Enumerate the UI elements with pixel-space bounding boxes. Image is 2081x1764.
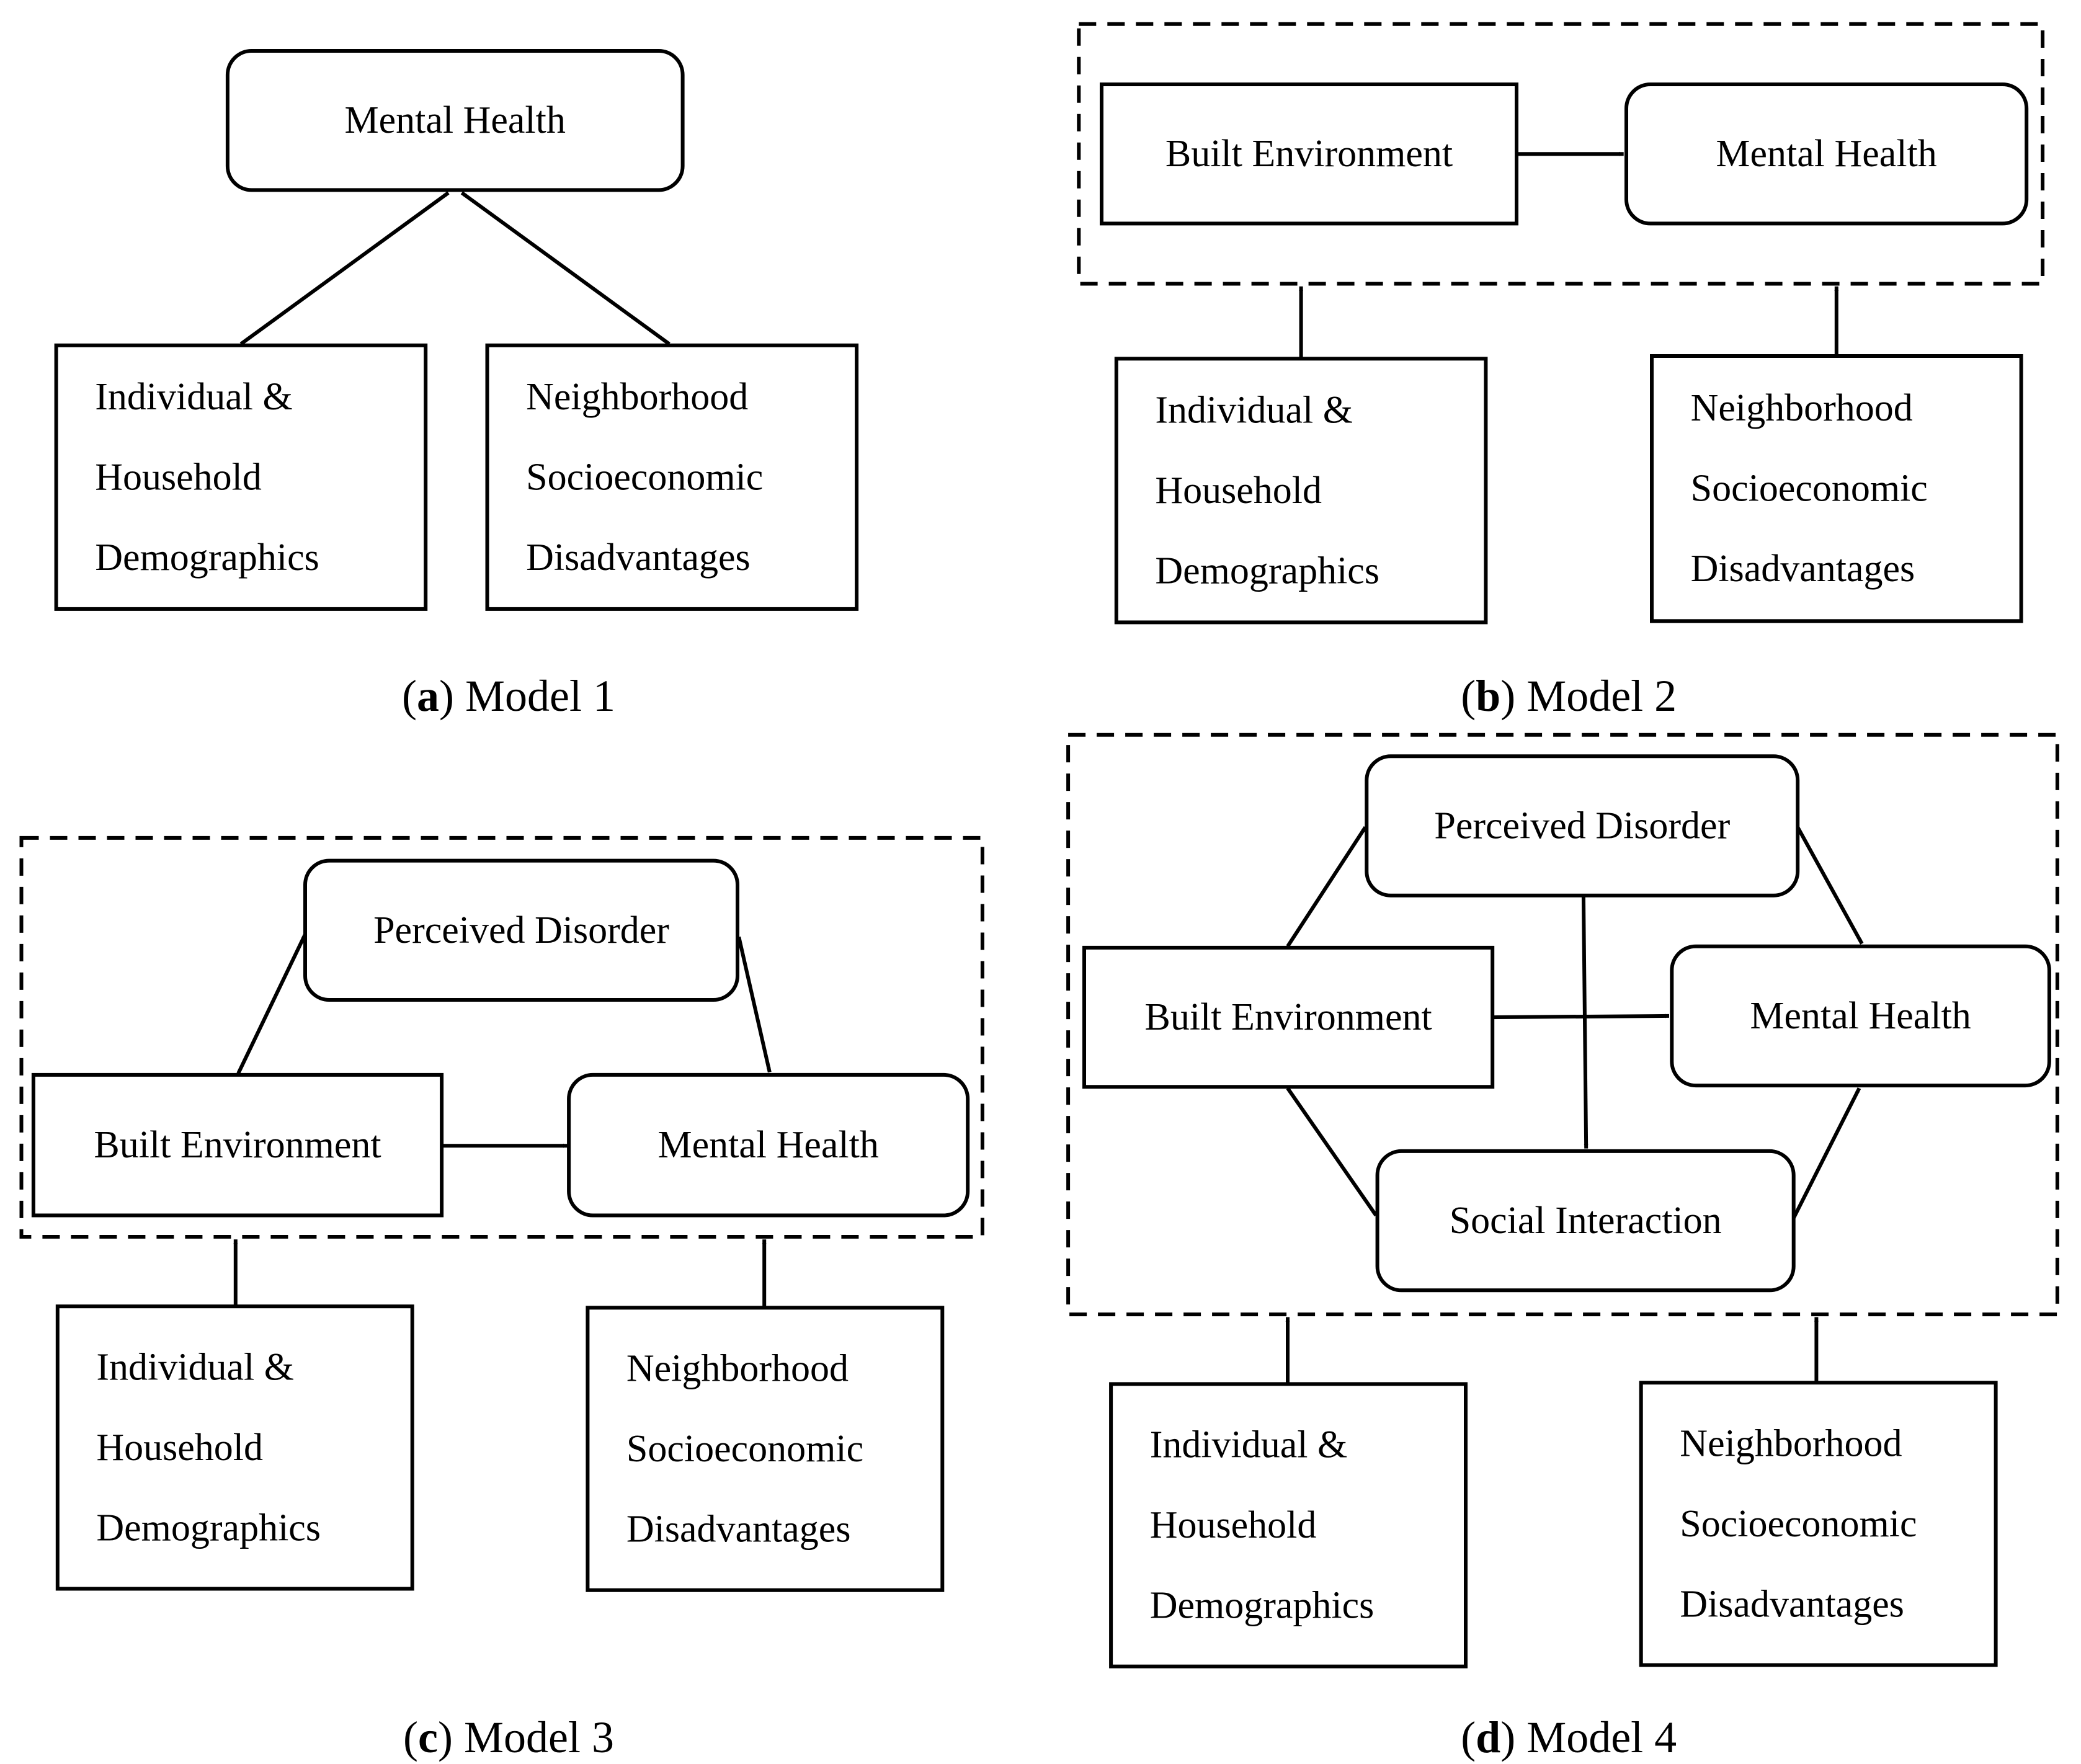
node-label-line: Built Environment bbox=[1144, 996, 1432, 1038]
node-label-line: Disadvantages bbox=[526, 537, 751, 579]
node-box bbox=[225, 49, 685, 192]
dashed-group-frame-c bbox=[19, 835, 984, 1239]
arrow-d-3 bbox=[1581, 895, 1589, 1149]
node-label-line: Demographics bbox=[95, 537, 319, 579]
node-be-b: Built Environment bbox=[1100, 82, 1518, 226]
node-be-d: Built Environment bbox=[1082, 945, 1495, 1089]
node-label-line: Individual & bbox=[96, 1346, 294, 1388]
node-label-line: Individual & bbox=[1155, 389, 1353, 431]
caption-c: (c) Model 3 bbox=[403, 1713, 614, 1762]
node-label-line: Disadvantages bbox=[1691, 548, 1915, 590]
node-label-line: Mental Health bbox=[1750, 995, 1971, 1037]
node-mh-c: Mental Health bbox=[567, 1072, 970, 1218]
node-label-line: Household bbox=[96, 1427, 263, 1469]
node-label-line: Neighborhood bbox=[1680, 1422, 1902, 1464]
node-box bbox=[1100, 82, 1518, 226]
node-box bbox=[1114, 357, 1488, 625]
node-label-line: Individual & bbox=[95, 376, 293, 418]
node-pd-d: Perceived Disorder bbox=[1365, 754, 1800, 898]
panel-b: Built Environment Mental HealthIndividual… bbox=[1100, 82, 2029, 625]
node-box bbox=[31, 1072, 444, 1218]
node-label-line: Household bbox=[1155, 470, 1322, 512]
node-box bbox=[303, 858, 739, 1002]
node-label-line: Household bbox=[95, 456, 262, 498]
node-box bbox=[1375, 1149, 1796, 1293]
caption-b: (b) Model 2 bbox=[1461, 671, 1677, 721]
arrow-d-0 bbox=[1286, 826, 1367, 948]
node-box bbox=[1670, 944, 2051, 1088]
node-label-line: Neighborhood bbox=[626, 1348, 849, 1390]
node-box bbox=[55, 1304, 414, 1591]
node-label-line: Demographics bbox=[1155, 550, 1379, 592]
node-box bbox=[54, 343, 428, 611]
arrow-d-1 bbox=[1796, 826, 1864, 945]
node-label-line: Disadvantages bbox=[1680, 1583, 1904, 1625]
node-label-line: Mental Health bbox=[1716, 133, 1936, 175]
node-mh-b: Mental Health bbox=[1624, 82, 2029, 226]
node-box bbox=[586, 1306, 945, 1592]
node-label-line: Demographics bbox=[96, 1507, 321, 1549]
node-label-line: Mental Health bbox=[345, 99, 566, 141]
arrow-d-2 bbox=[1492, 1013, 1670, 1020]
arrow-a-0 bbox=[239, 191, 450, 346]
node-box bbox=[1639, 1381, 1998, 1667]
node-pd-c: Perceived Disorder bbox=[303, 858, 739, 1002]
node-box bbox=[1365, 754, 1800, 898]
node-box bbox=[485, 343, 859, 611]
dashed-group-frame-d bbox=[1066, 733, 2059, 1317]
node-label-line: Socioeconomic bbox=[526, 456, 763, 498]
arrow-a-1 bbox=[460, 191, 671, 346]
arrow-c-1 bbox=[737, 936, 772, 1073]
node-label-line: Built Environment bbox=[1165, 133, 1453, 175]
node-box bbox=[567, 1072, 970, 1218]
node-label-line: Social Interaction bbox=[1450, 1200, 1722, 1242]
node-label-line: Neighborhood bbox=[1691, 387, 1913, 429]
node-be-c: Built Environment bbox=[31, 1072, 444, 1218]
node-label-line: Socioeconomic bbox=[1691, 468, 1928, 510]
dashed-group-frame-b bbox=[1077, 22, 2045, 286]
node-label-line: Individual & bbox=[1150, 1424, 1348, 1466]
node-label-line: Demographics bbox=[1150, 1585, 1375, 1627]
node-box bbox=[1650, 354, 2023, 623]
node-label-line: Perceived Disorder bbox=[1434, 805, 1730, 847]
arrow-d-5 bbox=[1792, 1087, 1861, 1219]
node-label-line: Built Environment bbox=[94, 1124, 381, 1166]
node-label-line: Neighborhood bbox=[526, 376, 748, 418]
arrow-c-0 bbox=[236, 933, 307, 1074]
node-mh-d: Mental Health bbox=[1670, 944, 2051, 1088]
node-box bbox=[1109, 1382, 1468, 1668]
node-label-line: Perceived Disorder bbox=[373, 909, 669, 951]
caption-a: (a) Model 1 bbox=[402, 671, 615, 721]
node-box bbox=[1082, 945, 1495, 1089]
node-label-line: Disadvantages bbox=[626, 1508, 851, 1551]
arrow-d-4 bbox=[1286, 1087, 1378, 1217]
caption-d: (d) Model 4 bbox=[1461, 1713, 1677, 1762]
node-label-line: Socioeconomic bbox=[626, 1428, 863, 1470]
node-label-line: Mental Health bbox=[658, 1124, 879, 1166]
node-label-line: Socioeconomic bbox=[1680, 1503, 1917, 1545]
node-mh-a: Mental Health bbox=[225, 49, 685, 192]
node-label-line: Household bbox=[1150, 1504, 1317, 1546]
node-si-d: Social Interaction bbox=[1375, 1149, 1796, 1293]
node-box bbox=[1624, 82, 2029, 226]
